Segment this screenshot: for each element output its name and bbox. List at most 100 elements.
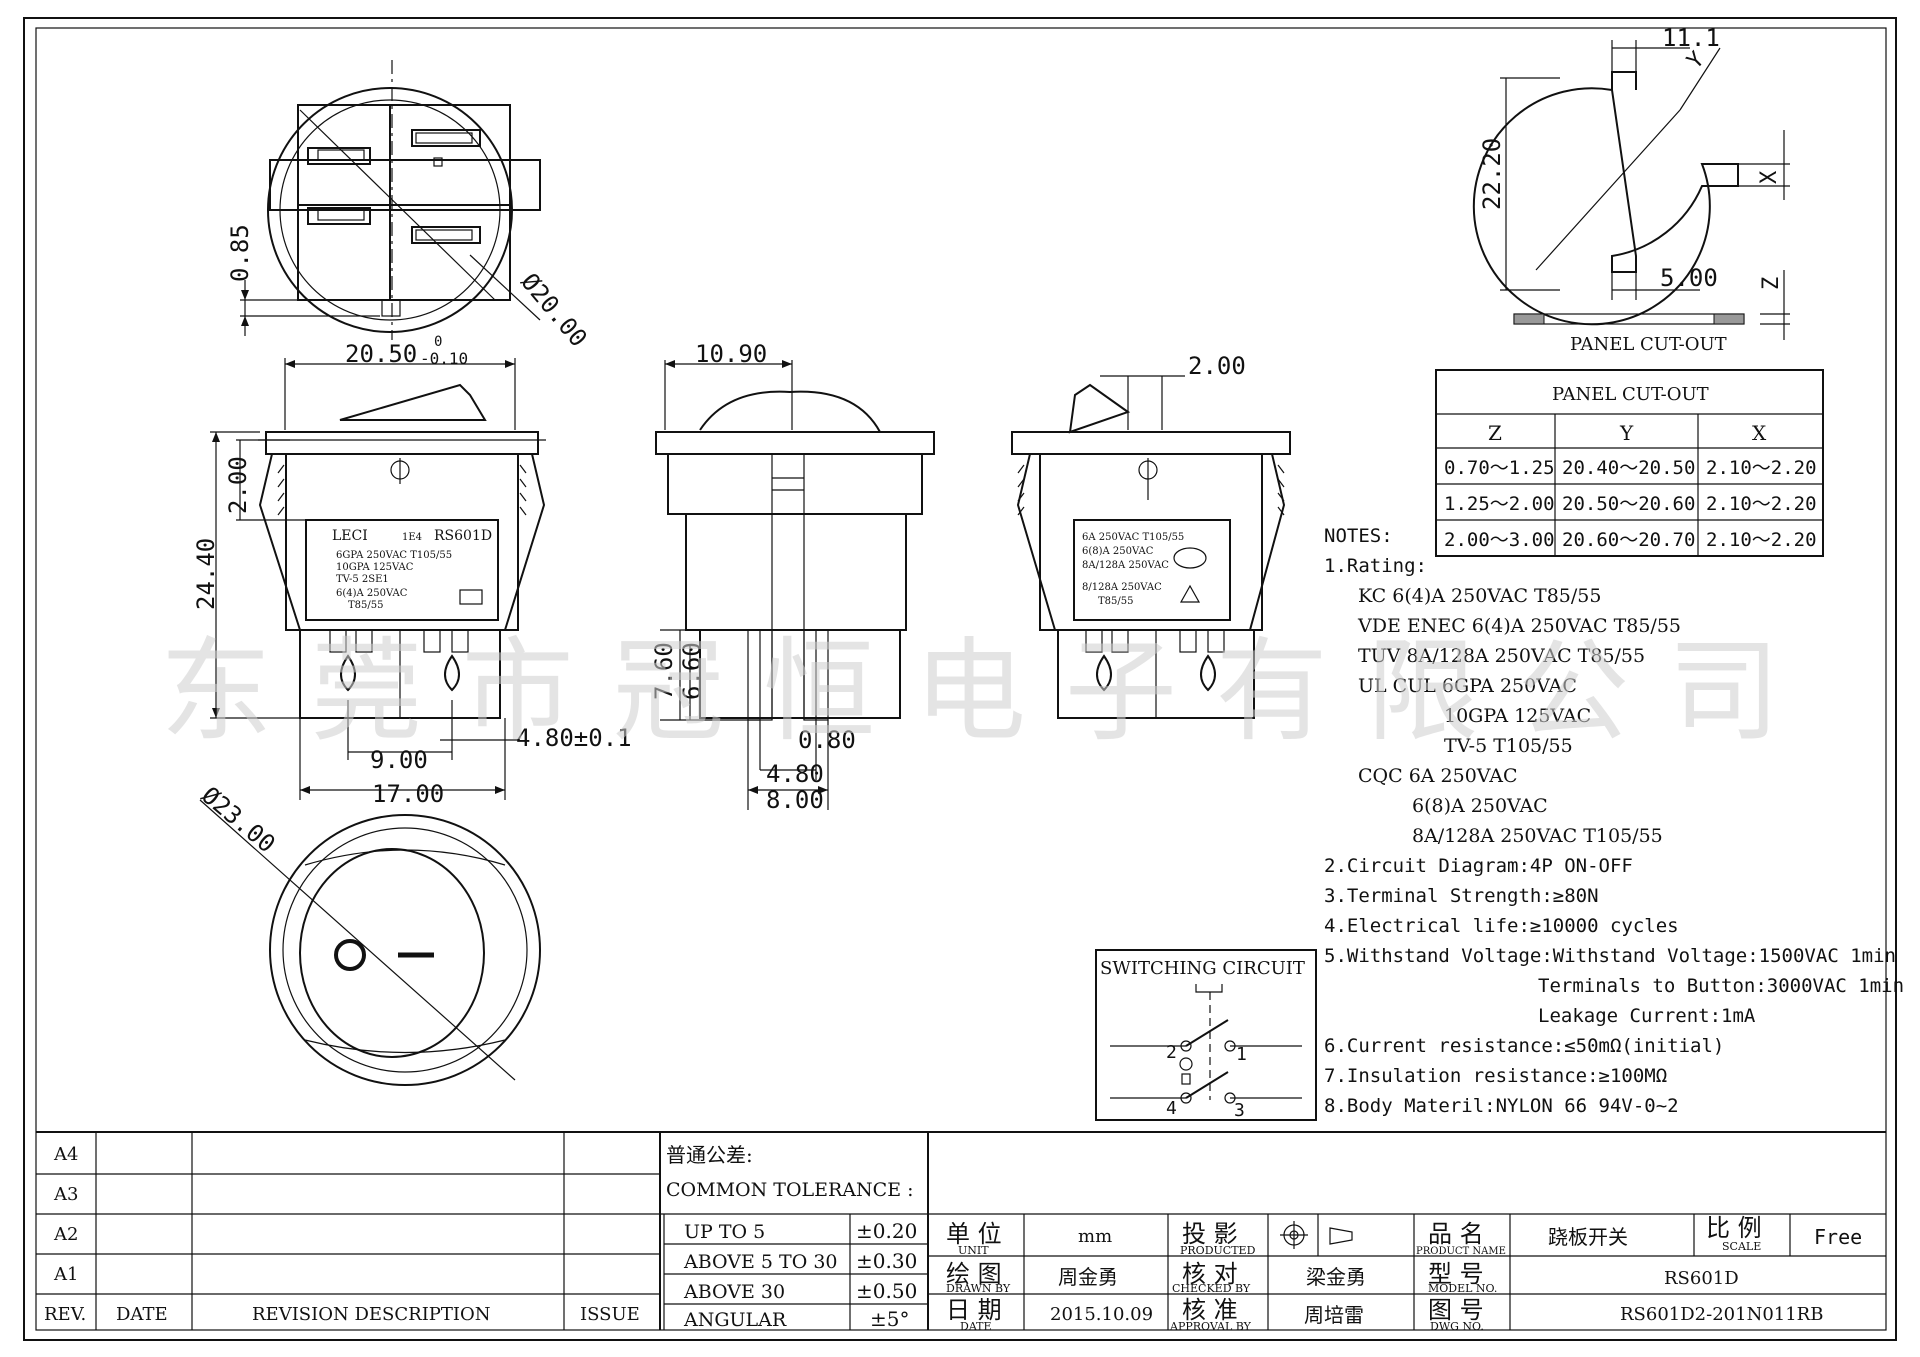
side-label-l3: 8A/128A 250VAC [1082, 560, 1169, 571]
dim-0-85: 0.85 [226, 224, 254, 282]
note-line: 6.Current resistance:≤50mΩ(initial) [1324, 1035, 1724, 1057]
front-label-l1: 6GPA 250VAC T105/55 [336, 550, 452, 561]
product-name-en: PRODUCT NAME [1416, 1246, 1506, 1257]
terminal-4: 4 [1166, 1098, 1177, 1119]
unit-value: mm [1078, 1226, 1112, 1247]
lamp-icon [1179, 1057, 1193, 1071]
date-value: 2015.10.09 [1050, 1304, 1153, 1325]
model-en: MODEL NO. [1428, 1282, 1497, 1295]
front-view: 20.50 0 -0.10 LECI 1E4 RS601D 6GPA 250VA… [192, 334, 632, 808]
dim-9-00: 9.00 [370, 746, 428, 774]
dim-dia23: Ø23.00 [196, 781, 280, 858]
approval-by-cn: 核 准 [1182, 1296, 1238, 1324]
approval-by-en: APPROVAL BY [1169, 1320, 1252, 1333]
top-view: 0.85 Ø20.00 [226, 60, 593, 352]
cutout-cell: 0.70～1.25 [1444, 457, 1555, 479]
tolerance-title-cn: 普通公差: [666, 1143, 753, 1167]
cutout-cell: 1.25～2.00 [1444, 493, 1555, 515]
inner-frame [35, 27, 1887, 1331]
drawn-by-value: 周金勇 [1058, 1265, 1118, 1289]
dim-7-60: 7.60 [650, 642, 678, 700]
dim-tol-minus: -0.10 [420, 349, 468, 368]
rev-footer-date: DATE [116, 1304, 168, 1325]
tolerance-value: ±0.20 [856, 1219, 917, 1243]
tolerance-value: ±0.50 [856, 1279, 917, 1303]
dim-22-20: 22.20 [1478, 138, 1506, 210]
note-line: 8A/128A 250VAC T105/55 [1412, 825, 1663, 847]
cutout-table-title: PANEL CUT-OUT [1552, 384, 1709, 405]
cutout-header-z: Z [1488, 421, 1502, 445]
note-line: Leakage Current:1mA [1538, 1005, 1756, 1027]
drawn-by-cn: 绘 图 [946, 1260, 1002, 1288]
cutout-cell: 20.50～20.60 [1562, 493, 1695, 515]
cutout-cell: 20.40～20.50 [1562, 457, 1695, 479]
front-label-model: RS601D [434, 528, 492, 544]
front-label-mark: 1E4 [402, 532, 422, 543]
rev-row-label: A4 [53, 1144, 78, 1165]
panel-cutout-drawing: 11.1 22.20 5.00 Y X Z PANEL CUT-OUT [1472, 24, 1790, 355]
checked-by-en: CHECKED BY [1172, 1282, 1251, 1295]
note-line: 5.Withstand Voltage:Withstand Voltage:15… [1324, 945, 1896, 967]
dim-tol-0: 0 [434, 334, 442, 350]
front-label-l4: 6(4)A 250VAC [336, 588, 408, 599]
cutout-header-y: Y [1619, 421, 1634, 445]
note-line: Terminals to Button:3000VAC 1min [1538, 975, 1904, 997]
dim-24-40: 24.40 [192, 538, 220, 610]
note-line: 8.Body Materil:NYLON 66 94V-0~2 [1324, 1095, 1679, 1117]
dwg-no-value: RS601D2-201N011RB [1620, 1304, 1823, 1325]
notes-heading: NOTES: [1324, 525, 1393, 547]
note-line: 6(8)A 250VAC [1412, 795, 1548, 817]
rev-footer-issue: ISSUE [580, 1304, 640, 1325]
note-line: 3.Terminal Strength:≥80N [1324, 885, 1599, 907]
switching-circuit-title: SWITCHING CIRCUIT [1100, 958, 1305, 979]
cutout-cell: 2.10～2.20 [1706, 493, 1817, 515]
rev-footer-rev: REV. [44, 1304, 86, 1325]
rev-row-label: A2 [53, 1224, 78, 1245]
rear-view: 2.00 6A 250VAC T105/55 6(8)A 250VAC 8A/1… [1011, 352, 1291, 719]
note-line: 7.Insulation resistance:≥100MΩ [1324, 1065, 1667, 1087]
drawn-by-en: DRAWN BY [946, 1282, 1011, 1295]
tolerance-title-en: COMMON TOLERANCE : [666, 1179, 914, 1201]
dim-6-60: 6.60 [678, 642, 706, 700]
tolerance-range: ABOVE 5 TO 30 [683, 1251, 838, 1273]
notes: NOTES: 1.Rating: KC 6(4)A 250VAC T85/55 … [1324, 525, 1904, 1117]
scale-en: SCALE [1722, 1240, 1761, 1253]
cutout-table: PANEL CUT-OUT Z Y X 0.70～1.25 20.40～20.5… [1435, 369, 1824, 557]
rev-row-label: A1 [53, 1264, 78, 1285]
tolerance-value: ±5° [870, 1307, 909, 1331]
warning-triangle-icon [1179, 584, 1201, 603]
dim-17-00: 17.00 [372, 780, 444, 808]
note-line: VDE ENEC 6(4)A 250VAC T85/55 [1357, 615, 1681, 637]
rev-footer-description: REVISION DESCRIPTION [252, 1304, 491, 1325]
note-line: 1.Rating: [1324, 555, 1427, 577]
note-line: 2.Circuit Diagram:4P ON-OFF [1324, 855, 1633, 877]
date-cn: 日 期 [946, 1296, 1002, 1324]
approval-by-value: 周培雷 [1304, 1303, 1364, 1327]
unit-en: UNIT [958, 1244, 989, 1257]
dim-2-00-right: 2.00 [1188, 352, 1246, 380]
terminal-3: 3 [1234, 1100, 1245, 1121]
terminal-1: 1 [1236, 1044, 1247, 1065]
side-label-l4: 8/128A 250VAC [1082, 582, 1162, 593]
watermark: 东莞市冠恒电子有限公司 [160, 627, 1780, 757]
note-line: 10GPA 125VAC [1444, 705, 1591, 727]
side-label-l5: T85/55 [1098, 596, 1134, 607]
button-face-view: Ø23.00 [196, 781, 541, 1086]
front-label-l2: 10GPA 125VAC [336, 562, 414, 573]
tolerance-range: UP TO 5 [684, 1221, 765, 1243]
model-value: RS601D [1664, 1268, 1739, 1289]
front-label-l3: TV-5 2SE1 [336, 574, 389, 585]
projection-en: PRODUCTED [1180, 1244, 1256, 1257]
dim-2-00-left: 2.00 [224, 456, 252, 514]
note-line: 4.Electrical life:≥10000 cycles [1324, 915, 1679, 937]
product-name-value: 跷板开关 [1548, 1225, 1628, 1249]
note-line: CQC 6A 250VAC [1358, 765, 1518, 787]
panel-cutout-caption: PANEL CUT-OUT [1570, 334, 1727, 355]
rev-row-label: A3 [53, 1184, 78, 1205]
switching-circuit: SWITCHING CIRCUIT 2 1 4 3 [1095, 949, 1317, 1121]
cutout-header-x: X [1752, 421, 1767, 445]
cutout-cell: 20.60～20.70 [1562, 529, 1695, 551]
front-label-brand: LECI [332, 528, 368, 544]
dim-5-00: 5.00 [1660, 264, 1718, 292]
